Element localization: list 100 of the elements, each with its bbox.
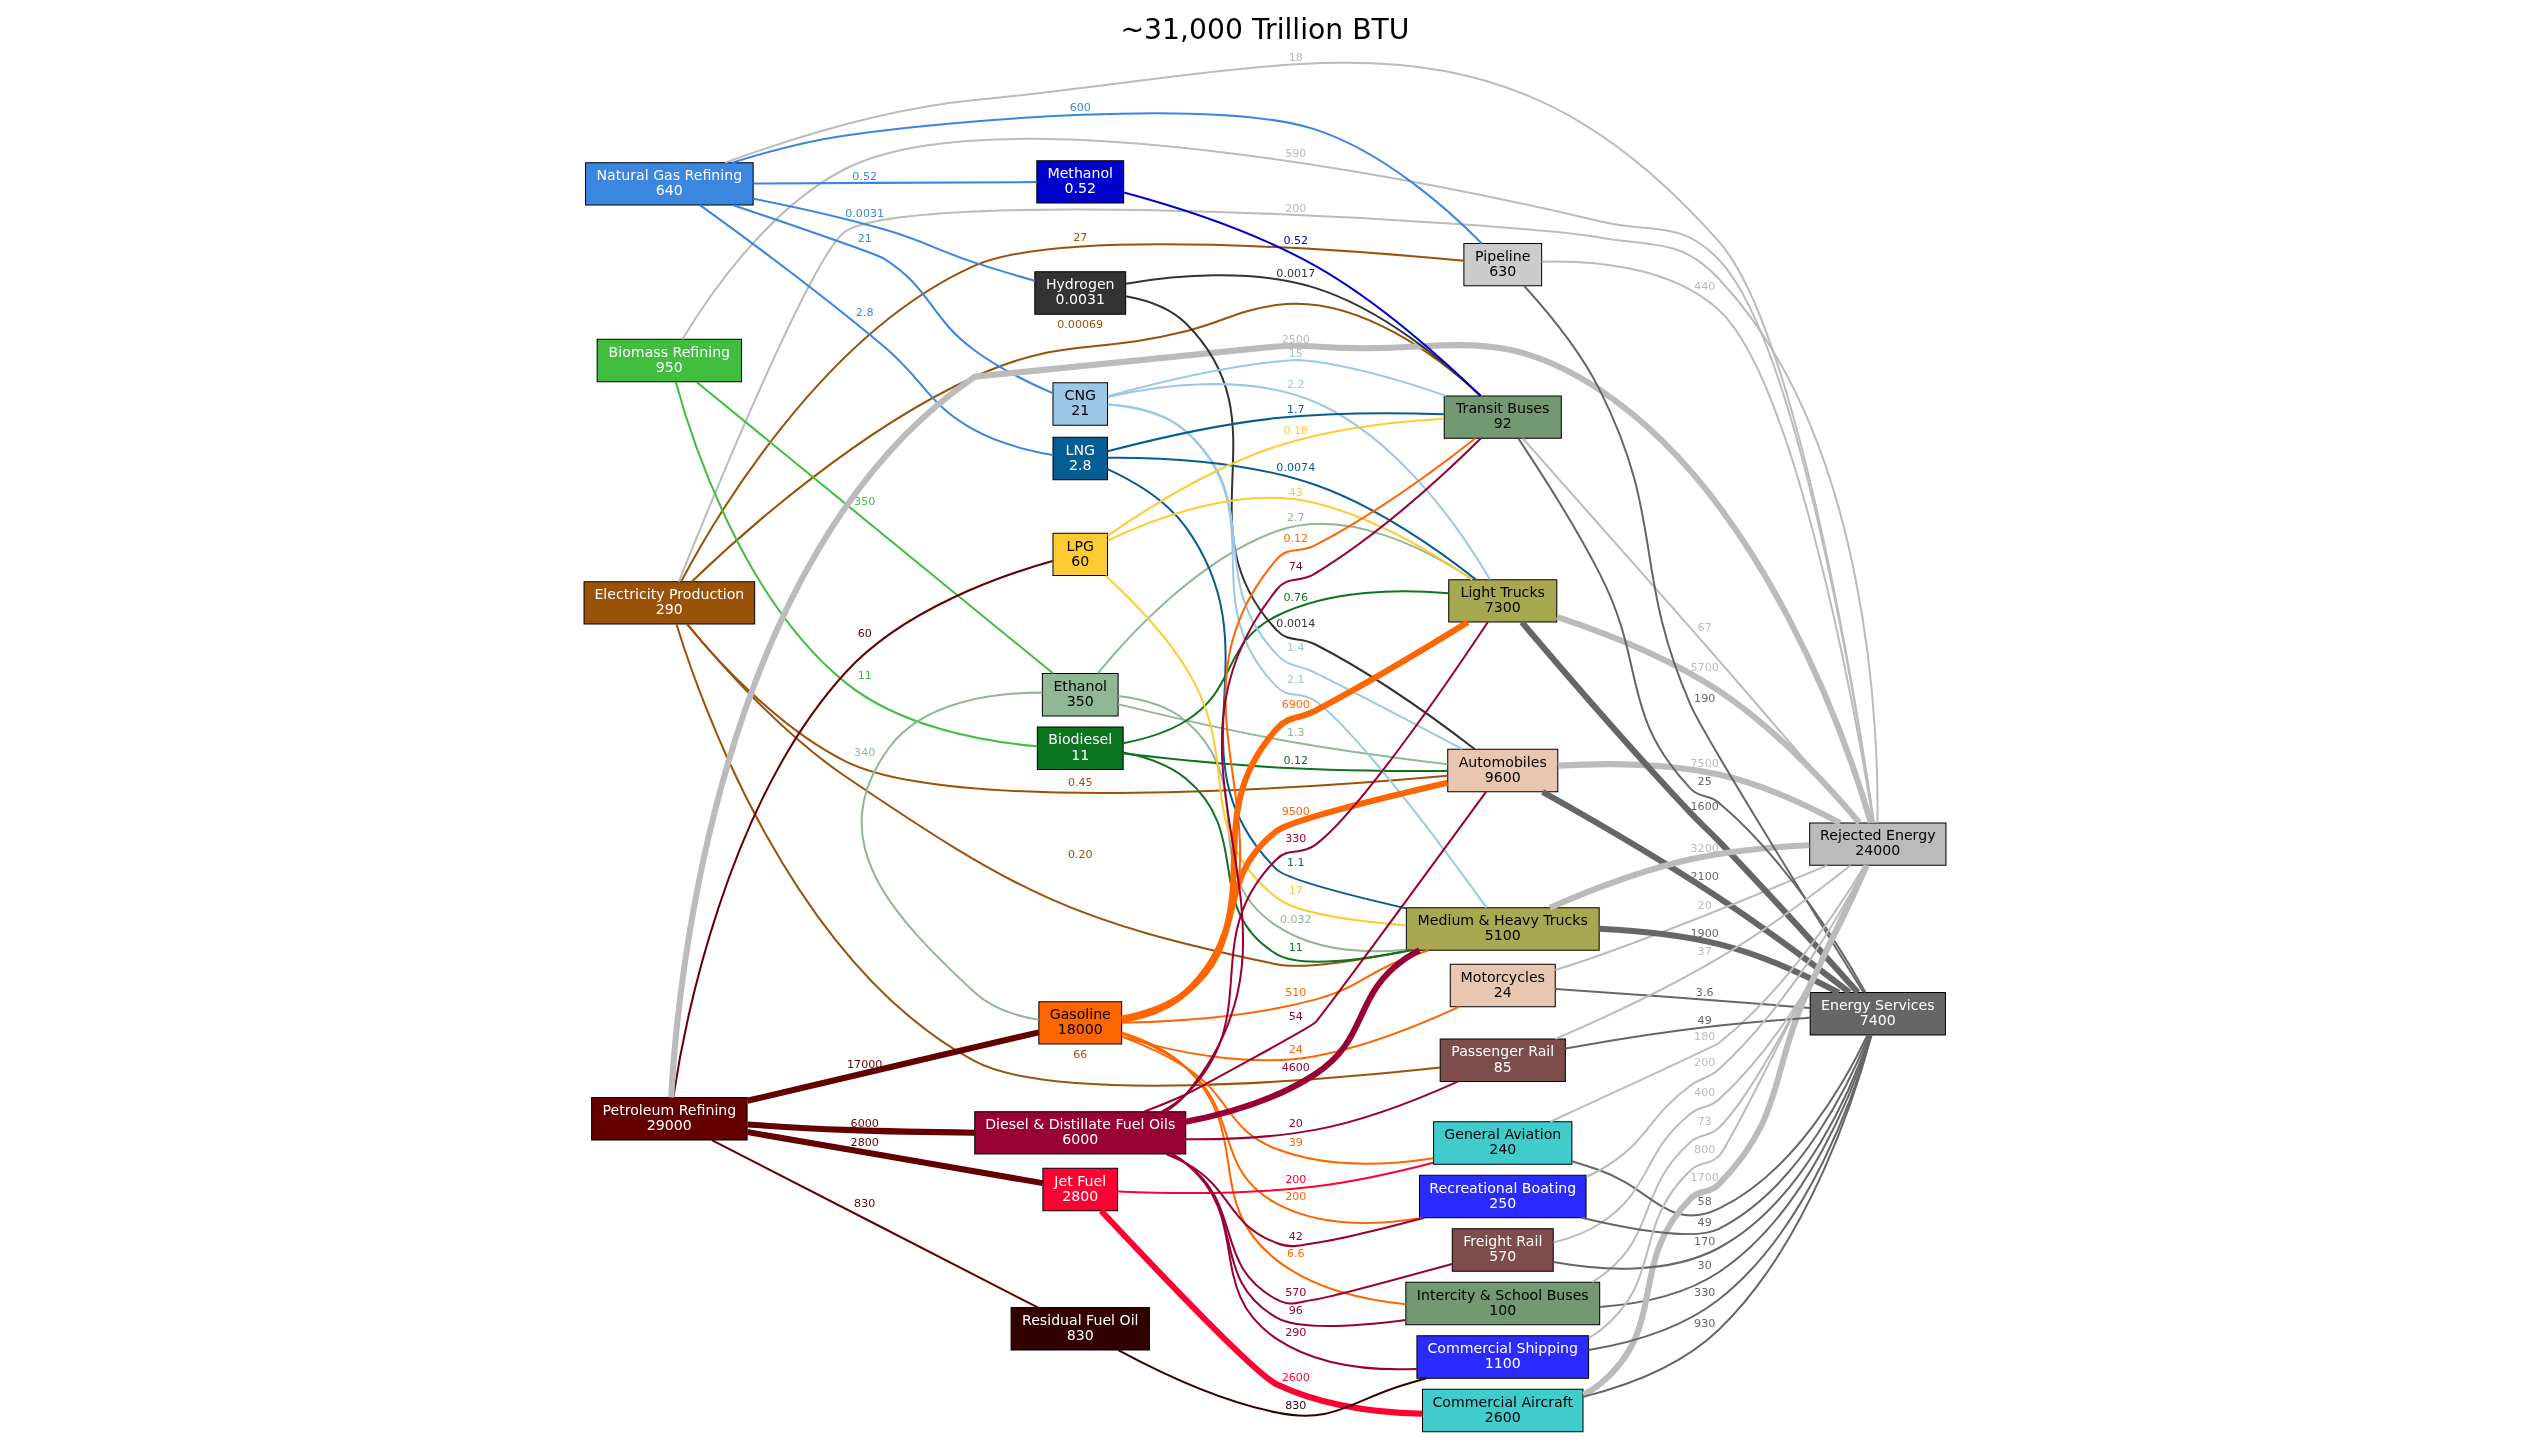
edge-label: 49 bbox=[1697, 1013, 1712, 1027]
node-box: Energy Services 7400 bbox=[1809, 992, 1946, 1036]
edge-label: 2.2 bbox=[1286, 377, 1305, 391]
edge-label: 6900 bbox=[1281, 697, 1310, 711]
edge-label: 67 bbox=[1697, 620, 1712, 634]
connector bbox=[698, 204, 1053, 456]
connector bbox=[675, 623, 1440, 1087]
edge-label: 2500 bbox=[1281, 333, 1310, 347]
node-box: Passenger Rail 85 bbox=[1439, 1038, 1566, 1082]
edge-label: 0.12 bbox=[1282, 754, 1308, 768]
connector bbox=[1107, 383, 1491, 581]
edge-label: 74 bbox=[1288, 560, 1303, 574]
edge-label: 1600 bbox=[1690, 799, 1719, 813]
edge-label: 340 bbox=[853, 746, 875, 760]
node-box: Jet Fuel 2800 bbox=[1041, 1167, 1118, 1212]
edge-label: 200 bbox=[1693, 1056, 1715, 1070]
connector bbox=[1164, 437, 1481, 1113]
edge-label: 0.0017 bbox=[1275, 266, 1315, 280]
edge-label: 830 bbox=[853, 1197, 875, 1211]
edge-label: 440 bbox=[1693, 279, 1715, 293]
connector bbox=[1120, 779, 1448, 1022]
connector bbox=[860, 691, 1042, 1021]
edge-label: 1900 bbox=[1690, 926, 1719, 940]
connector bbox=[1120, 619, 1469, 1023]
connector bbox=[1557, 761, 1841, 826]
edge-label: 1.4 bbox=[1286, 641, 1305, 655]
node-box: LPG 60 bbox=[1052, 532, 1108, 577]
node-box: Automobiles 9600 bbox=[1446, 748, 1558, 793]
node-box: Motorcycles 24 bbox=[1449, 963, 1556, 1008]
edge-label: 2.7 bbox=[1286, 510, 1305, 524]
edge-label: 3.6 bbox=[1695, 986, 1713, 1000]
node-box: Natural Gas Refining 640 bbox=[584, 162, 754, 206]
edge-label: 590 bbox=[1284, 147, 1306, 161]
node-box: Pipeline 630 bbox=[1462, 242, 1542, 287]
edge-label: 58 bbox=[1697, 1195, 1712, 1209]
edge-label: 0.12 bbox=[1282, 532, 1308, 546]
edge-label: 200 bbox=[1284, 1190, 1306, 1204]
edge-label: 7500 bbox=[1690, 757, 1719, 771]
connector bbox=[1541, 260, 1874, 824]
connector bbox=[710, 1139, 1038, 1309]
edge-label: 2800 bbox=[850, 1135, 879, 1149]
connector bbox=[1555, 613, 1862, 825]
edge-label: 1.1 bbox=[1286, 856, 1305, 870]
connector bbox=[1165, 1153, 1425, 1248]
connector bbox=[1552, 865, 1869, 1244]
edge-label: 0.20 bbox=[1067, 848, 1093, 862]
edge-label: 11 bbox=[1288, 940, 1303, 954]
edge-label: 0.76 bbox=[1282, 590, 1308, 604]
edge-label: 15 bbox=[1288, 347, 1303, 361]
connector bbox=[1521, 437, 1859, 824]
connector bbox=[1107, 403, 1487, 909]
connector bbox=[695, 381, 1054, 675]
node-box: Rejected Energy 24000 bbox=[1808, 822, 1946, 866]
edge-label: 30 bbox=[1697, 1258, 1712, 1272]
connector bbox=[1160, 621, 1489, 1113]
edge-label: 17 bbox=[1288, 884, 1303, 898]
edge-label: 0.0074 bbox=[1275, 461, 1315, 475]
node-box: LNG 2.8 bbox=[1052, 436, 1108, 481]
edge-label: 24 bbox=[1288, 1042, 1303, 1056]
edge-label: 6.6 bbox=[1286, 1246, 1305, 1260]
edge-label: 96 bbox=[1288, 1304, 1303, 1318]
node-box: Freight Rail 570 bbox=[1451, 1228, 1554, 1272]
connector bbox=[1121, 1035, 1434, 1165]
edge-label: 25 bbox=[1697, 775, 1712, 789]
edge-label: 60 bbox=[857, 626, 872, 640]
node-box: Residual Fuel Oil 830 bbox=[1010, 1307, 1150, 1351]
connector bbox=[1107, 456, 1476, 581]
edge-label: 73 bbox=[1697, 1114, 1712, 1128]
edge-label: 0.032 bbox=[1279, 912, 1312, 926]
edge-label: 0.52 bbox=[1282, 234, 1308, 248]
connector bbox=[1117, 1349, 1427, 1417]
edge-label: 830 bbox=[1284, 1399, 1306, 1413]
node-box: Petroleum Refining 29000 bbox=[590, 1097, 748, 1141]
node-box: Electricity Production 290 bbox=[583, 581, 755, 625]
connector bbox=[1121, 949, 1429, 1024]
connector bbox=[732, 204, 1053, 395]
edge-label: 290 bbox=[1284, 1325, 1306, 1339]
node-box: Commercial Shipping 1100 bbox=[1415, 1335, 1589, 1379]
edge-label: 54 bbox=[1288, 1009, 1303, 1023]
connector bbox=[1552, 1034, 1871, 1270]
edge-label: 200 bbox=[1284, 1173, 1306, 1187]
edge-label: 42 bbox=[1288, 1229, 1303, 1243]
edge-label: 17000 bbox=[846, 1058, 882, 1072]
connector bbox=[1171, 1153, 1417, 1371]
edge-label: 2.1 bbox=[1286, 673, 1305, 687]
connector bbox=[1184, 947, 1421, 1125]
connector bbox=[1117, 703, 1448, 766]
connector bbox=[1120, 1031, 1406, 1306]
edge-label: 600 bbox=[1069, 101, 1091, 114]
edge-label: 0.0014 bbox=[1275, 616, 1315, 630]
connector bbox=[1170, 1153, 1406, 1327]
connector bbox=[1122, 590, 1449, 745]
connector bbox=[1549, 864, 1865, 1123]
node-box: Medium & Heavy Trucks 5100 bbox=[1405, 907, 1600, 951]
node-box: Intercity & School Buses 100 bbox=[1404, 1281, 1600, 1326]
edge-label: 180 bbox=[1693, 1029, 1715, 1043]
node-box: Gasoline 18000 bbox=[1037, 1001, 1122, 1045]
edge-label: 930 bbox=[1693, 1316, 1715, 1330]
edge-label: 570 bbox=[1284, 1286, 1306, 1300]
node-box: Biomass Refining 950 bbox=[596, 338, 742, 383]
